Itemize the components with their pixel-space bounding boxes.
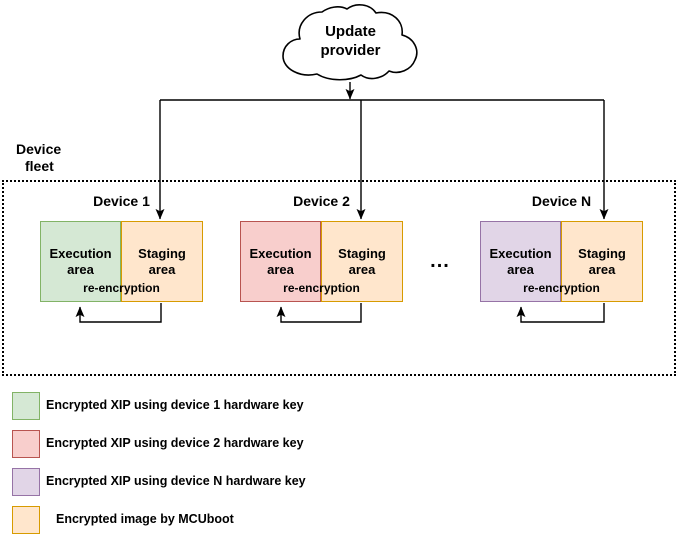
device-n-reencryption-arrow: [516, 303, 605, 323]
legend-item-mcuboot: Encrypted image by MCUboot: [12, 506, 412, 544]
legend-item-device-1: Encrypted XIP using device 1 hardware ke…: [12, 392, 412, 430]
device-n-group[interactable]: Device N Execution area Staging area re-…: [480, 193, 643, 302]
legend-swatch-pink-icon: [12, 430, 40, 458]
execution-area-label-line1: Execution: [49, 245, 112, 261]
device-fleet-label: Device fleet: [16, 141, 106, 175]
legend-swatch-orange-icon: [12, 506, 40, 534]
device-2-memory-layout: Execution area Staging area: [240, 221, 403, 302]
device-1-group[interactable]: Device 1 Execution area Staging area re-…: [40, 193, 203, 302]
update-provider-cloud-shape: [282, 4, 418, 81]
device-fleet-label-line2: fleet: [25, 158, 54, 174]
device-2-staging-area[interactable]: Staging area: [321, 221, 403, 302]
device-1-execution-area[interactable]: Execution area: [40, 221, 121, 302]
device-2-title: Device 2: [293, 193, 350, 209]
legend-item-device-n: Encrypted XIP using device N hardware ke…: [12, 468, 412, 506]
device-2-reencryption-label: re-encryption: [283, 281, 360, 295]
device-2-group[interactable]: Device 2 Execution area Staging area re-…: [240, 193, 403, 302]
legend-swatch-purple-icon: [12, 468, 40, 496]
execution-area-label-line2: area: [267, 261, 294, 277]
device-2-execution-area[interactable]: Execution area: [240, 221, 321, 302]
legend-label-device-n: Encrypted XIP using device N hardware ke…: [46, 474, 306, 488]
staging-area-label-line2: area: [588, 261, 616, 277]
devices-ellipsis: ...: [430, 250, 450, 272]
device-n-title: Device N: [531, 193, 592, 209]
device-n-reencryption-label: re-encryption: [523, 281, 600, 295]
staging-area-label-line1: Staging: [578, 245, 626, 261]
device-1-reencryption-label: re-encryption: [83, 281, 160, 295]
device-2-reencryption-arrow: [276, 303, 362, 323]
device-fleet-label-line1: Device: [16, 141, 62, 157]
legend-item-device-2: Encrypted XIP using device 2 hardware ke…: [12, 430, 412, 468]
device-n-staging-area[interactable]: Staging area: [561, 221, 643, 302]
staging-area-label-line2: area: [348, 261, 376, 277]
device-fleet-boundary: [2, 180, 676, 376]
execution-area-label-line2: area: [67, 261, 94, 277]
legend-swatch-green-icon: [12, 392, 40, 420]
device-1-title: Device 1: [93, 193, 150, 209]
staging-area-label-line1: Staging: [338, 245, 386, 261]
device-1-staging-area[interactable]: Staging area: [121, 221, 203, 302]
execution-area-label-line1: Execution: [249, 245, 312, 261]
staging-area-label-line1: Staging: [138, 245, 186, 261]
device-n-execution-area[interactable]: Execution area: [480, 221, 561, 302]
legend-label-device-2: Encrypted XIP using device 2 hardware ke…: [46, 436, 304, 450]
legend: Encrypted XIP using device 1 hardware ke…: [12, 392, 412, 544]
device-n-memory-layout: Execution area Staging area: [480, 221, 643, 302]
device-1-memory-layout: Execution area Staging area: [40, 221, 203, 302]
staging-area-label-line2: area: [148, 261, 176, 277]
legend-label-device-1: Encrypted XIP using device 1 hardware ke…: [46, 398, 304, 412]
device-1-reencryption-arrow: [75, 303, 162, 323]
legend-label-mcuboot: Encrypted image by MCUboot: [56, 512, 234, 526]
execution-area-label-line2: area: [507, 261, 534, 277]
execution-area-label-line1: Execution: [489, 245, 552, 261]
